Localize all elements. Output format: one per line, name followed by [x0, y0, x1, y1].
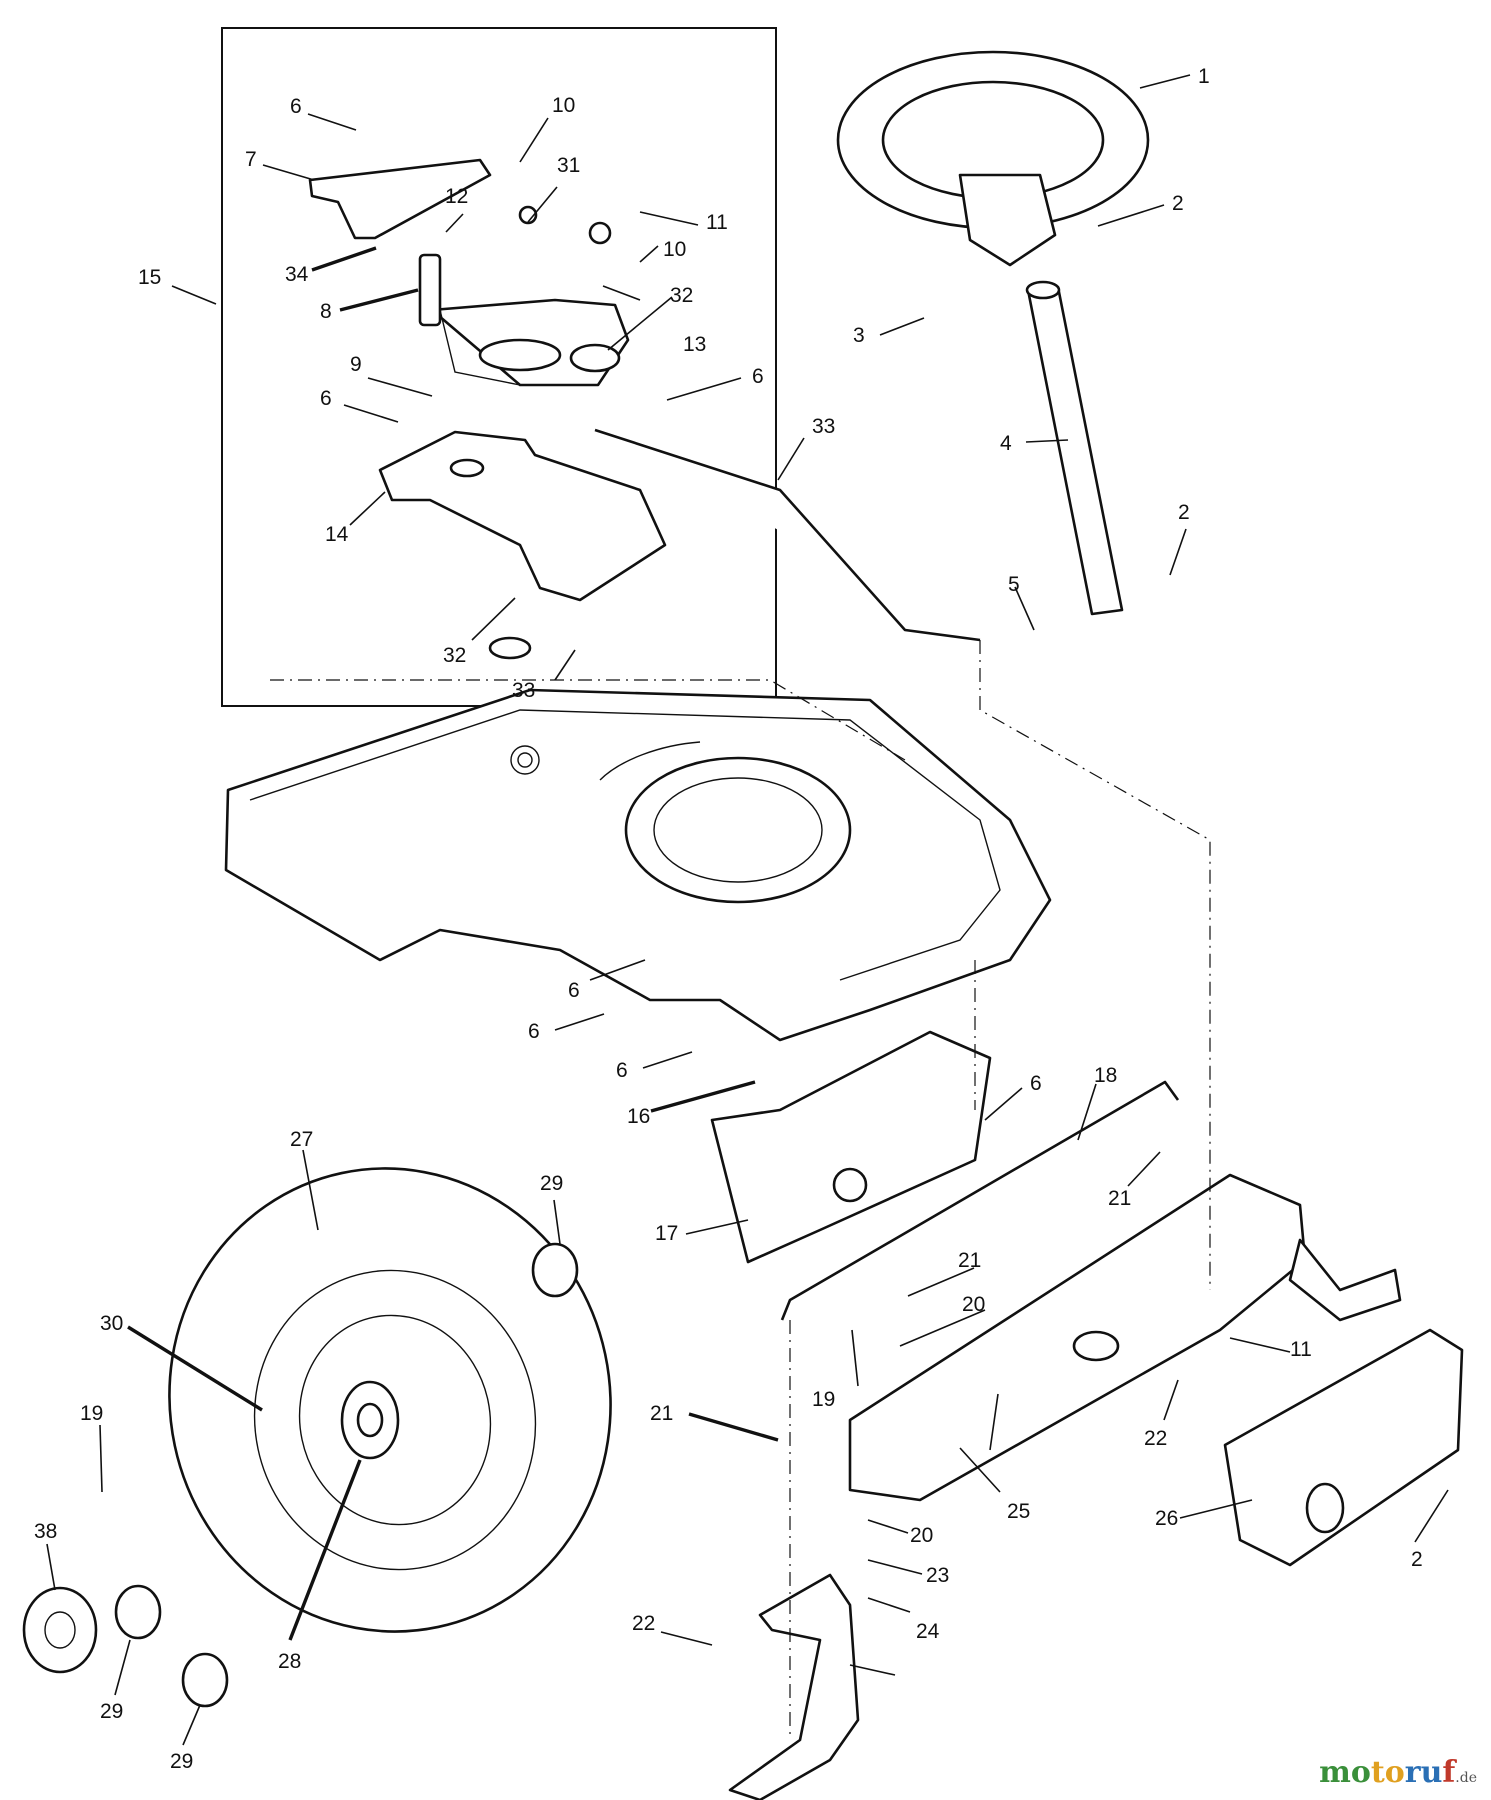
- callout-28: 28: [278, 1650, 301, 1673]
- callout-20: 20: [910, 1524, 933, 1547]
- callout-36: 34: [285, 263, 309, 286]
- callout-33: 33: [512, 679, 535, 702]
- callout-6: 6: [568, 979, 580, 1002]
- callout-9: 9: [350, 353, 362, 376]
- callout-2: 2: [1411, 1548, 1423, 1571]
- steering-gear-assembly: [308, 158, 667, 660]
- callout-21: 21: [1108, 1187, 1131, 1210]
- callout-10: 10: [552, 94, 575, 117]
- callout-3: 3: [853, 324, 865, 347]
- callout-17: 17: [655, 1222, 678, 1245]
- watermark-mo: mo: [1319, 1755, 1371, 1790]
- callout-32: 32: [670, 284, 693, 307]
- callout-6: 6: [320, 387, 332, 410]
- callout-27: 27: [290, 1128, 313, 1151]
- callout-labels: 6 7 10 31 11 12 34 8 10 32 13 9 6 6 33 1…: [34, 65, 1423, 1773]
- callout-20: 20: [962, 1293, 985, 1316]
- callout-21: 21: [958, 1249, 981, 1272]
- callout-2: 2: [1172, 192, 1184, 215]
- callout-6: 6: [616, 1059, 628, 1082]
- bushing-38: [22, 1586, 98, 1674]
- callout-1: 1: [1198, 65, 1210, 88]
- washer-30: [114, 1584, 162, 1640]
- callout-10: 10: [663, 238, 686, 261]
- callout-26: 26: [1155, 1507, 1178, 1530]
- drag-link-rod: [594, 428, 981, 642]
- callout-11: 11: [1290, 1338, 1312, 1361]
- callout-6: 6: [528, 1020, 540, 1043]
- watermark-logo: motoruf.de: [1319, 1755, 1477, 1790]
- callout-15: 15: [138, 266, 161, 289]
- callout-16: 16: [627, 1105, 650, 1128]
- callout-38: 38: [34, 1520, 57, 1543]
- callout-5: 5: [1008, 573, 1020, 596]
- callout-23: 23: [926, 1564, 949, 1587]
- axle-spindle-right: [1288, 1238, 1402, 1322]
- callout-29: 29: [170, 1750, 193, 1773]
- callout-2: 2: [1178, 501, 1190, 524]
- watermark-tld: .de: [1455, 1770, 1477, 1786]
- callout-8: 8: [320, 300, 332, 323]
- watermark-ru: ru: [1404, 1755, 1443, 1790]
- callout-31: 30: [100, 1312, 123, 1335]
- callout-11: 11: [706, 211, 728, 234]
- callout-13: 13: [683, 333, 706, 356]
- callout-29: 29: [540, 1172, 563, 1195]
- callout-18: 18: [1094, 1064, 1117, 1087]
- bushing-29-upper: [531, 1242, 579, 1298]
- axle-cover: [1223, 1328, 1464, 1567]
- callout-6: 6: [290, 95, 302, 118]
- callout-22: 22: [1144, 1427, 1167, 1450]
- callout-33: 32: [443, 644, 466, 667]
- spindle-left: [728, 1573, 860, 1800]
- tie-rod: [780, 1080, 1180, 1321]
- axle-mount-bracket: [710, 1030, 992, 1264]
- callout-6: 6: [1030, 1072, 1042, 1095]
- callout-22: 22: [632, 1612, 655, 1635]
- steering-wheel: [836, 50, 1150, 267]
- callout-7: 7: [245, 148, 257, 171]
- steering-shaft: [1026, 285, 1124, 616]
- callout-24: 24: [916, 1620, 940, 1643]
- front-wheel: [168, 1167, 612, 1633]
- leader-lines: [46, 74, 1449, 1746]
- callout-19: 19: [812, 1388, 835, 1411]
- callout-25: 25: [1007, 1500, 1030, 1523]
- callout-32: 31: [557, 154, 580, 177]
- callout-30: 29: [100, 1700, 123, 1723]
- callout-12: 12: [445, 185, 468, 208]
- watermark-to: to: [1370, 1755, 1405, 1790]
- callout-4: 4: [1000, 432, 1012, 455]
- chassis-frame: [224, 679, 1052, 1042]
- bushing-29-lower: [181, 1652, 229, 1708]
- callout-21: 21: [650, 1402, 673, 1425]
- callout-6: 6: [752, 365, 764, 388]
- callout-19: 19: [80, 1402, 103, 1425]
- callout-14: 14: [325, 523, 349, 546]
- watermark-f: f: [1442, 1755, 1456, 1790]
- callout-34: 33: [812, 415, 835, 438]
